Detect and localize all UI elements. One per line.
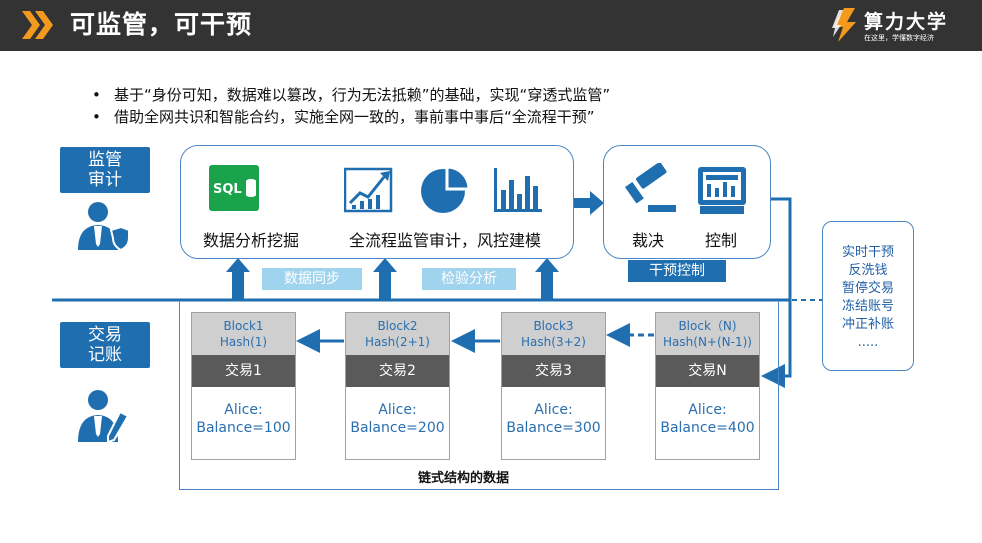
brand-name: 算力大学 — [864, 11, 949, 33]
block-header: Block2 Hash(2+1) — [346, 313, 449, 355]
pie-chart-icon — [421, 165, 471, 213]
block-card: Block（N) Hash(N+(N-1)) 交易N Alice: Balanc… — [655, 312, 760, 460]
right-arrow — [574, 191, 604, 215]
action-item: ..... — [857, 335, 879, 350]
action-item: 实时干预 — [841, 245, 894, 260]
bar-chart-icon — [494, 168, 542, 212]
bullet-text: 基于“身份可知，数据难以篡改，行为无法抵赖”的基础，实现“穿透式监管” — [114, 86, 611, 104]
block-owner: Alice: — [378, 402, 417, 418]
block-transaction: 交易2 — [346, 355, 449, 387]
intervention-actions-box: 实时干预 反洗钱 暂停交易 冻结账号 冲正补账 ..... — [822, 221, 914, 371]
gavel-icon — [624, 163, 676, 212]
chevron-right-icon — [22, 11, 53, 39]
block-owner: Alice: — [224, 402, 263, 418]
action-item: 冲正补账 — [841, 317, 894, 332]
role-label-audit: 监管 审计 — [60, 147, 150, 193]
block-header: Block（N) Hash(N+(N-1)) — [656, 313, 759, 355]
block-transaction: 交易3 — [502, 355, 605, 387]
chain-container — [179, 300, 779, 490]
action-item: 冻结账号 — [841, 299, 894, 314]
block-card: Block3 Hash(3+2) 交易3 Alice: Balance=300 — [501, 312, 606, 460]
bullet-item: •借助全网共识和智能合约，实施全网一致的，事前事中事后“全流程干预” — [92, 108, 595, 126]
action-item: 暂停交易 — [841, 281, 894, 296]
brand-mark-icon — [832, 8, 856, 42]
auditor-person-icon — [78, 202, 130, 252]
block-hash: Hash(2+1) — [365, 335, 430, 349]
block-id: Block（N) — [678, 319, 737, 333]
block-id: Block2 — [377, 319, 418, 333]
control-console-icon — [698, 167, 746, 214]
brand-logo: 算力大学 在这里，学懂数字经济 — [830, 5, 960, 47]
intervention-tag: 干预控制 — [628, 260, 726, 282]
up-arrow — [226, 258, 250, 300]
role-label-ledger: 交易 记账 — [60, 322, 150, 368]
block-hash: Hash(1) — [219, 335, 268, 349]
bullet-item: •基于“身份可知，数据难以篡改，行为无法抵赖”的基础，实现“穿透式监管” — [92, 86, 611, 104]
block-transaction: 交易N — [656, 355, 759, 387]
clerk-person-icon — [78, 390, 130, 444]
up-arrow — [373, 258, 397, 300]
block-body: Alice: Balance=200 — [346, 387, 449, 459]
data-mining-label: 数据分析挖掘 — [203, 231, 300, 250]
trend-chart-icon — [344, 167, 393, 213]
bullet-list: •基于“身份可知，数据难以篡改，行为无法抵赖”的基础，实现“穿透式监管” •借助… — [92, 84, 610, 128]
audit-risk-label: 全流程监管审计，风控建模 — [349, 231, 542, 250]
block-body: Alice: Balance=400 — [656, 387, 759, 459]
block-header: Block3 Hash(3+2) — [502, 313, 605, 355]
block-card: Block1 Hash(1) 交易1 Alice: Balance=100 — [191, 312, 296, 460]
brand-slogan: 在这里，学懂数字经济 — [864, 34, 934, 42]
header-bar: 可监管，可干预 算力大学 在这里，学懂数字经济 — [0, 0, 982, 51]
block-card: Block2 Hash(2+1) 交易2 Alice: Balance=200 — [345, 312, 450, 460]
block-header: Block1 Hash(1) — [192, 313, 295, 355]
block-balance: Balance=200 — [350, 420, 445, 436]
up-arrow — [535, 258, 559, 300]
block-hash: Hash(N+(N-1)) — [663, 335, 752, 349]
block-body: Alice: Balance=300 — [502, 387, 605, 459]
data-sync-tag: 数据同步 — [262, 268, 362, 290]
block-balance: Balance=400 — [660, 420, 755, 436]
block-transaction: 交易1 — [192, 355, 295, 387]
chain-label: 链式结构的数据 — [418, 471, 510, 486]
sql-database-icon: SQL — [209, 165, 259, 211]
block-id: Block3 — [533, 319, 574, 333]
inspection-tag: 检验分析 — [422, 268, 516, 290]
ruling-label: 裁决 — [632, 231, 665, 250]
block-id: Block1 — [223, 319, 264, 333]
block-balance: Balance=300 — [506, 420, 601, 436]
block-body: Alice: Balance=100 — [192, 387, 295, 459]
action-item: 反洗钱 — [848, 263, 888, 278]
block-owner: Alice: — [688, 402, 727, 418]
block-hash: Hash(3+2) — [521, 335, 586, 349]
bullet-text: 借助全网共识和智能合约，实施全网一致的，事前事中事后“全流程干预” — [114, 108, 595, 126]
block-balance: Balance=100 — [196, 420, 291, 436]
block-owner: Alice: — [534, 402, 573, 418]
sql-icon-label: SQL — [213, 182, 242, 197]
page-title: 可监管，可干预 — [70, 10, 253, 39]
control-label: 控制 — [705, 231, 738, 250]
